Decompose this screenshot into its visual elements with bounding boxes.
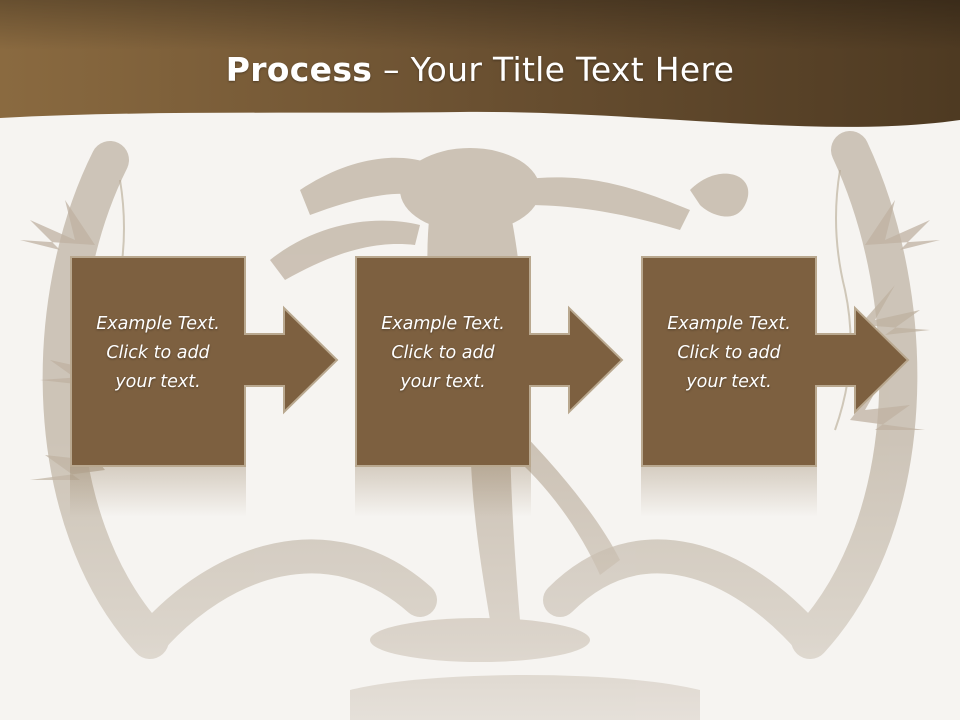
step-text-line-3: your text. [686,372,772,392]
step-text-line-2: Click to add [677,343,781,363]
title-rest-part: – Your Title Text Here [372,50,735,89]
process-step-2[interactable]: Example Text. Click to add your text. [355,256,645,517]
step-reflection [641,467,817,517]
step-text-line-3: your text. [400,372,486,392]
step-text-line-2: Click to add [106,343,210,363]
step-text-line-3: your text. [115,372,201,392]
process-step-3[interactable]: Example Text. Click to add your text. [641,256,931,517]
process-step-1[interactable]: Example Text. Click to add your text. [70,256,360,517]
step-box-with-arrow [641,256,910,467]
step-reflection [70,467,246,517]
step-text-line-1: Example Text. [381,314,505,334]
title-bold-part: Process [225,50,373,89]
step-text-line-1: Example Text. [96,314,220,334]
step-box-with-arrow [70,256,339,467]
step-text-line-2: Click to add [391,343,495,363]
step-text-line-1: Example Text. [667,314,791,334]
header-banner [0,0,960,127]
step-reflection [355,467,531,517]
step-box-with-arrow [355,256,624,467]
slide-title[interactable]: Process – Your Title Text Here [0,50,960,89]
step-text[interactable]: Example Text. Click to add your text. [359,310,527,397]
step-text[interactable]: Example Text. Click to add your text. [74,310,242,397]
step-text[interactable]: Example Text. Click to add your text. [645,310,813,397]
